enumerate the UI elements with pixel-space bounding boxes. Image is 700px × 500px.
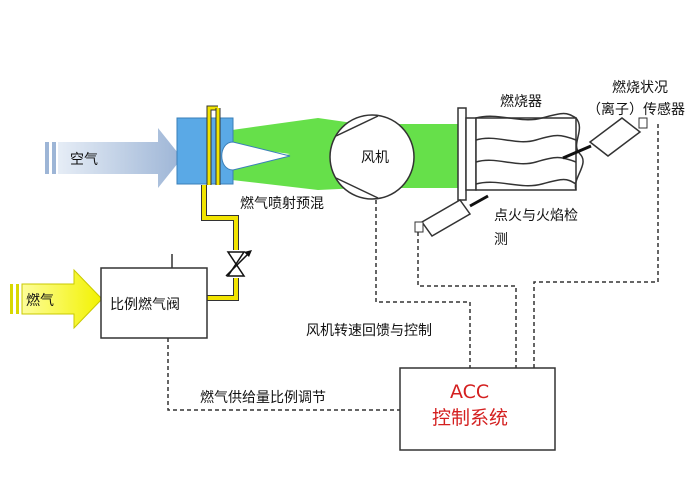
burner-status-sensor-label-1: 燃烧状况 [612, 79, 668, 96]
ignition-flame-label-1: 点火与火焰检 [494, 208, 578, 224]
burner [457, 107, 584, 201]
gas-supply-proportional-label: 燃气供给量比例调节 [200, 389, 326, 406]
gas-control-valve [225, 250, 252, 277]
acc-system-label: 控制系统 [432, 407, 508, 429]
acc-control-system [399, 367, 556, 451]
burner-status-sensor-label-2: （离子）传感器 [587, 101, 685, 118]
air-inlet-arrow [45, 128, 182, 188]
proportional-valve-label: 比例燃气阀 [110, 296, 180, 313]
gas-label: 燃气 [26, 292, 54, 309]
ignition-flame-label-2: 测 [494, 232, 508, 248]
proportional-gas-valve [100, 254, 208, 339]
gas-supply-pipe [201, 105, 239, 301]
premix-flow-band [232, 118, 360, 190]
burner-label: 燃烧器 [500, 93, 542, 110]
signal-lines [167, 124, 659, 411]
fan [329, 114, 415, 200]
gas-injection-premix-label: 燃气喷射预混 [240, 195, 324, 212]
ion-sensor [562, 117, 648, 160]
mixer-block [176, 117, 291, 185]
fan-speed-feedback-label: 风机转速回馈与控制 [306, 323, 432, 339]
acc-label: ACC [450, 381, 489, 403]
air-label: 空气 [70, 152, 98, 168]
igniter-electrode [414, 194, 489, 237]
fan-label: 风机 [361, 150, 389, 166]
gas-inlet-arrow [10, 268, 103, 330]
